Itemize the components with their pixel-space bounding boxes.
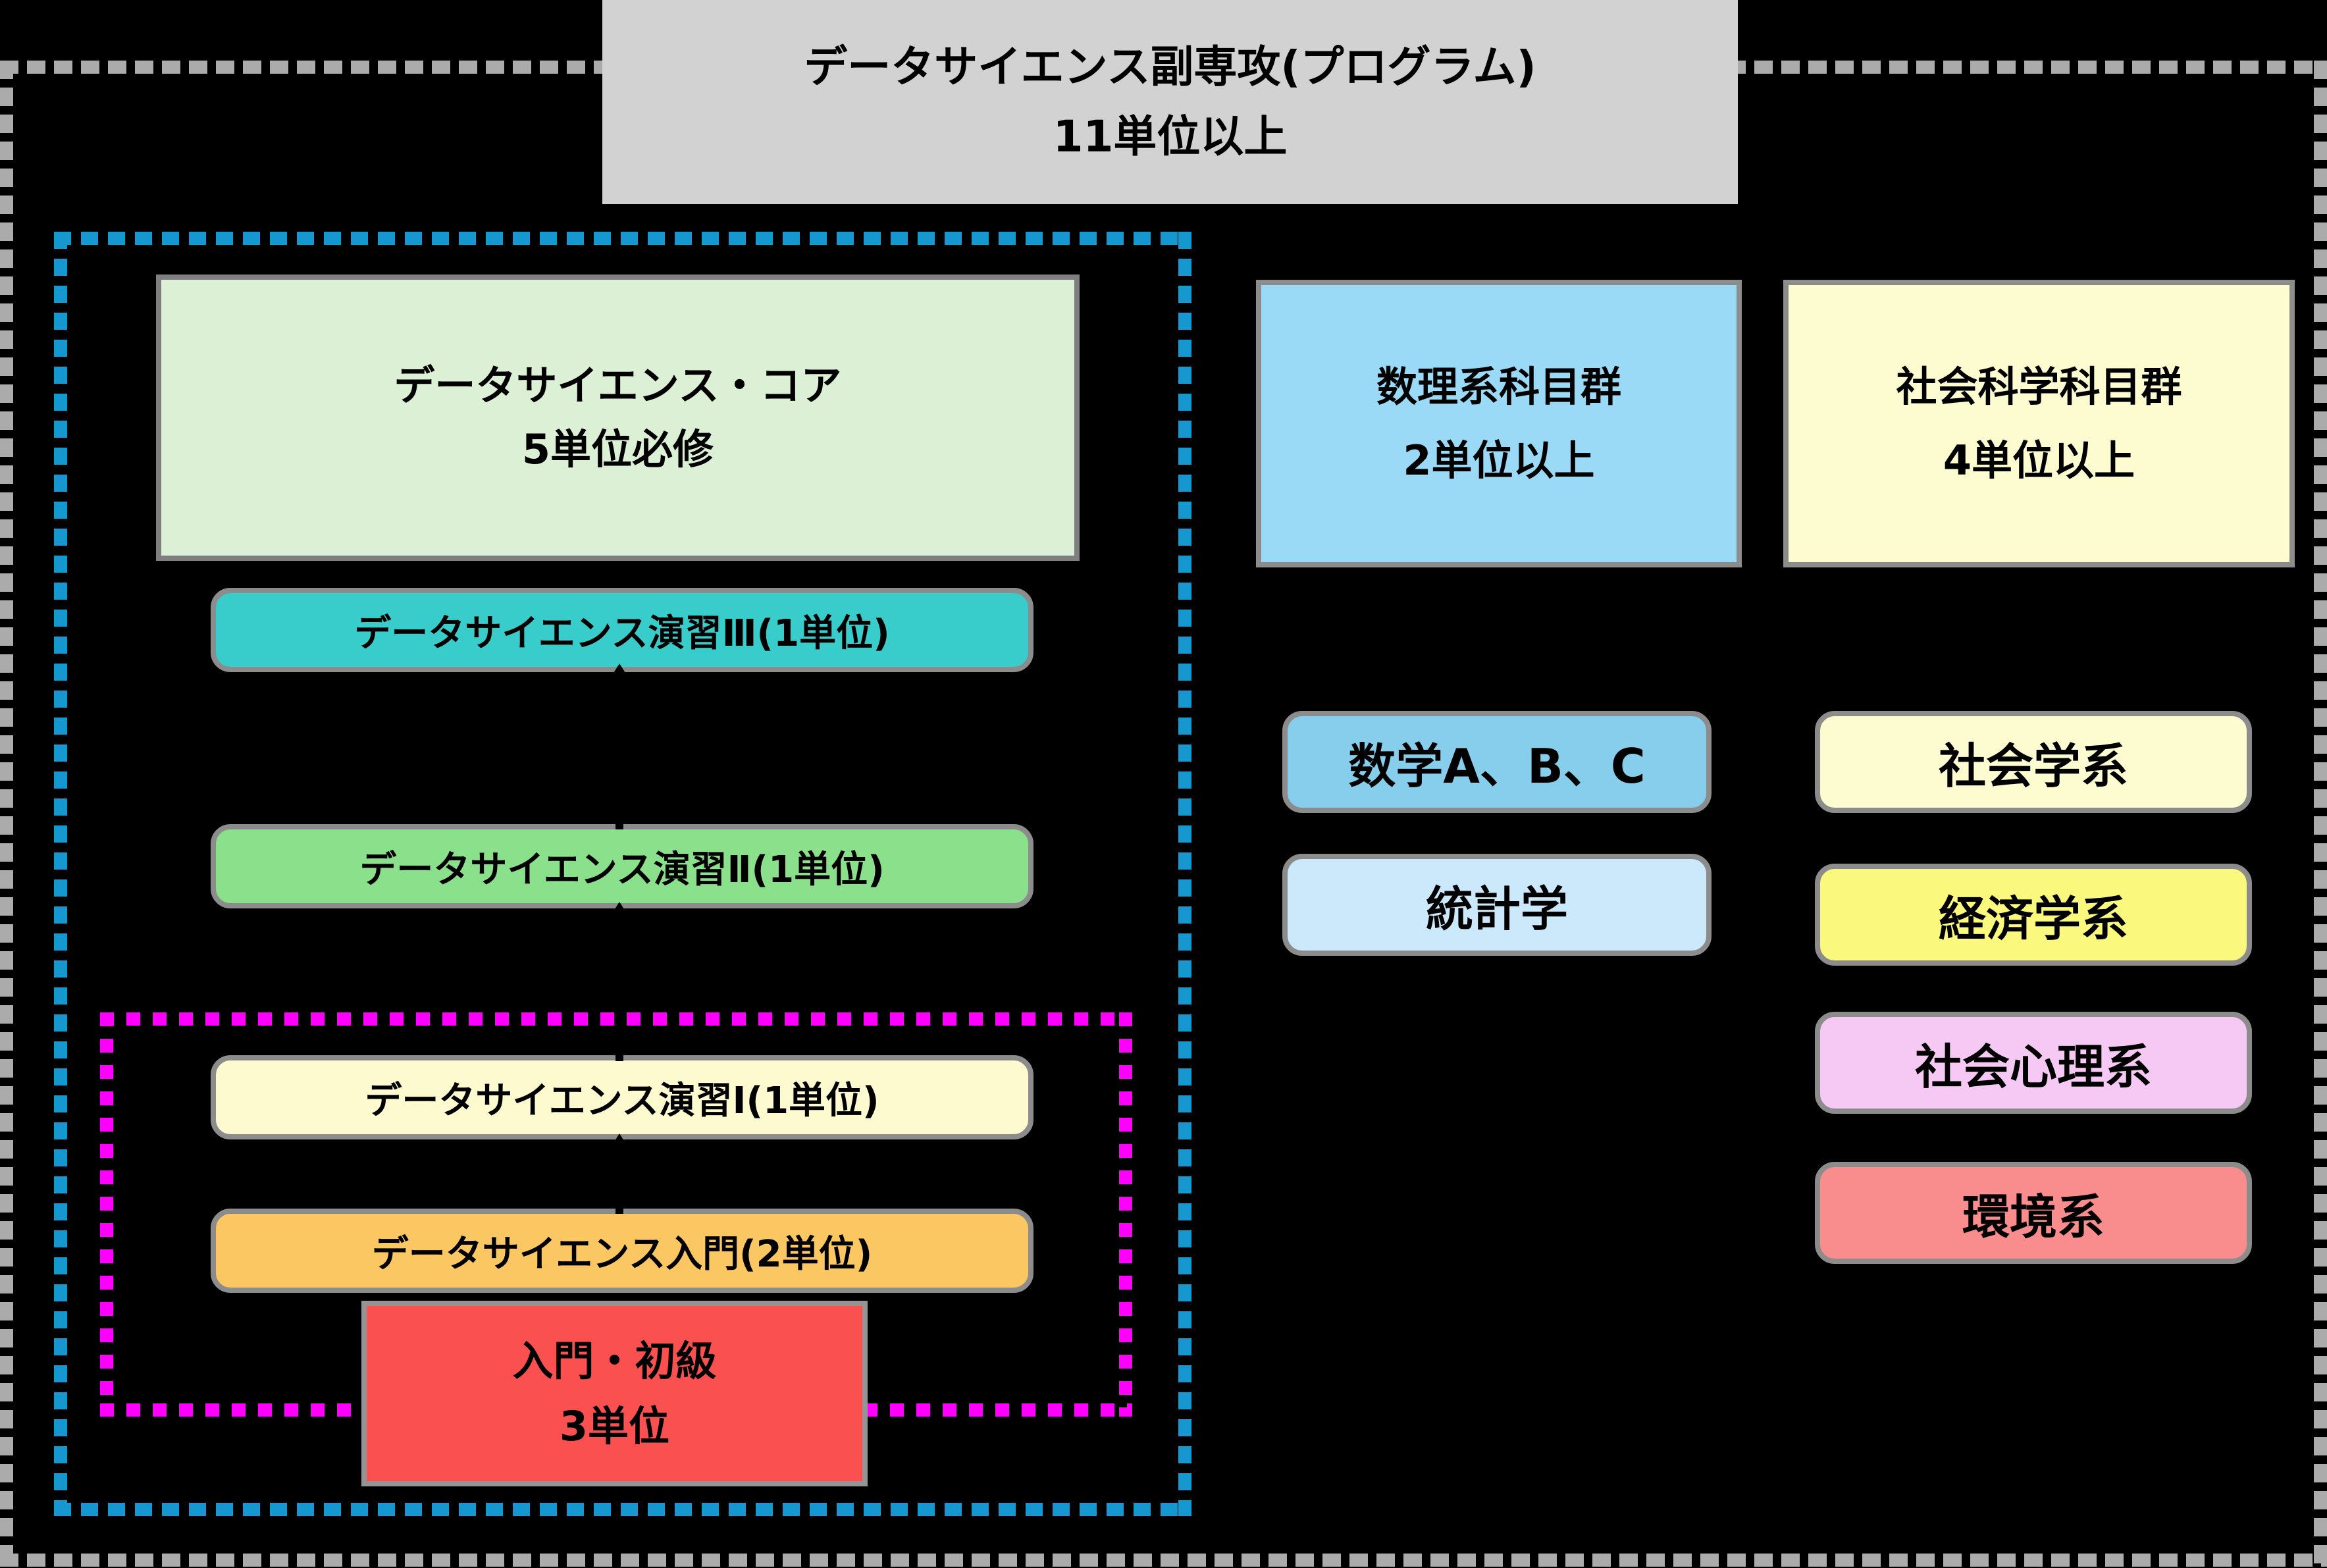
- core-group-dashed-border-right: [1178, 232, 1191, 1516]
- social-item-environment: 環境系: [1815, 1162, 2252, 1264]
- up-arrow-icon: [604, 1134, 635, 1157]
- connector-exercise1-to-exercise2: [615, 926, 623, 1061]
- program-title-line1: データサイエンス副専攻(プログラム): [804, 41, 1536, 93]
- program-title-line2: 11単位以上: [1053, 111, 1288, 162]
- core-requirement-line1: データサイエンス・コア: [394, 361, 842, 410]
- course-box-exercise-2: データサイエンス演習Ⅱ(1単位): [211, 824, 1033, 908]
- social-item-label: 環境系: [1962, 1189, 2105, 1245]
- connector-exercise2-to-exercise3: [615, 685, 623, 829]
- course-introduction-label: データサイエンス入門(2単位): [371, 1232, 873, 1276]
- math-group-header-box: 数理系科目群 2単位以上: [1256, 280, 1742, 567]
- social-item-label: 経済学系: [1938, 891, 2128, 947]
- program-title-box: データサイエンス副専攻(プログラム) 11単位以上: [602, 0, 1738, 204]
- math-group-header-line2: 2単位以上: [1403, 436, 1595, 484]
- social-item-economics: 経済学系: [1815, 864, 2252, 966]
- course-exercise-2-label: データサイエンス演習Ⅱ(1単位): [359, 848, 885, 891]
- course-box-introduction: データサイエンス入門(2単位): [211, 1209, 1033, 1293]
- beginner-level-box: 入門・初級 3単位: [361, 1301, 868, 1486]
- core-group-dashed-border-bottom: [54, 1503, 1191, 1516]
- up-arrow-icon: [604, 664, 635, 687]
- course-box-exercise-1: データサイエンス演習Ⅰ(1単位): [211, 1055, 1033, 1139]
- beginner-group-dashed-border-right: [1119, 1012, 1132, 1417]
- social-item-sociology: 社会学系: [1815, 711, 2252, 813]
- social-group-header-box: 社会科学科目群 4単位以上: [1783, 280, 2295, 567]
- core-group-dashed-border-left: [54, 232, 67, 1516]
- outer-dashed-border-right: [2314, 61, 2327, 1567]
- social-item-label: 社会学系: [1938, 739, 2128, 794]
- math-item-label: 統計学: [1425, 881, 1568, 937]
- core-requirement-line2: 5単位必修: [521, 425, 714, 473]
- social-item-label: 社会心理系: [1914, 1039, 2152, 1095]
- social-item-social-psychology: 社会心理系: [1815, 1012, 2252, 1114]
- math-item-statistics: 統計学: [1282, 854, 1712, 956]
- course-box-exercise-3: データサイエンス演習Ⅲ(1単位): [211, 588, 1033, 672]
- beginner-group-dashed-border-left: [100, 1012, 113, 1417]
- math-group-header-line1: 数理系科目群: [1376, 362, 1621, 411]
- social-group-header-line1: 社会科学科目群: [1896, 362, 2182, 411]
- beginner-level-line2: 3単位: [559, 1402, 670, 1450]
- connector-intro-to-exercise1: [615, 1157, 623, 1214]
- math-item-mathematics-abc: 数学A、B、C: [1282, 711, 1712, 813]
- course-exercise-3-label: データサイエンス演習Ⅲ(1単位): [354, 612, 890, 655]
- outer-dashed-border-bottom: [0, 1554, 2327, 1567]
- core-requirement-box: データサイエンス・コア 5単位必修: [156, 274, 1080, 561]
- course-exercise-1-label: データサイエンス演習Ⅰ(1単位): [365, 1079, 879, 1122]
- core-group-dashed-border-top: [54, 232, 1191, 245]
- beginner-level-line1: 入門・初級: [512, 1336, 717, 1385]
- math-item-label: 数学A、B、C: [1348, 739, 1646, 794]
- social-group-header-line2: 4単位以上: [1943, 436, 2135, 484]
- outer-dashed-border-left: [0, 61, 13, 1567]
- up-arrow-icon: [604, 902, 635, 926]
